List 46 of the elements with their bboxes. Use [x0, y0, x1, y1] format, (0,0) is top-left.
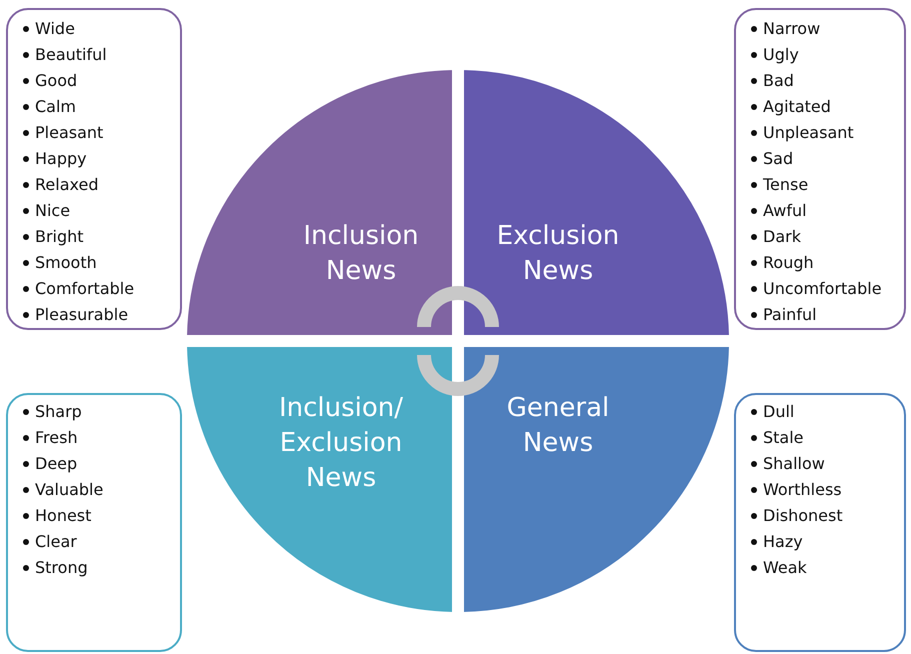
list-item: Unpleasant [763, 123, 854, 142]
list-item: Worthless [763, 480, 842, 499]
word-list-card [734, 8, 906, 330]
list-item: Shallow [763, 454, 825, 473]
list-item: Calm [35, 97, 76, 116]
list-item: Valuable [35, 480, 104, 499]
list-item: Bad [763, 71, 794, 90]
list-item: Comfortable [35, 279, 134, 298]
list-item: Painful [763, 305, 817, 324]
list-item: Bright [35, 227, 84, 246]
quadrant-title: Inclusion News [302, 220, 420, 288]
list-item: Fresh [35, 428, 78, 447]
word-list-card [734, 393, 906, 652]
list-item: Sharp [35, 402, 82, 421]
list-item: Good [35, 71, 78, 90]
word-list-card [6, 393, 182, 652]
list-item: Clear [35, 532, 77, 551]
list-item: Hazy [763, 532, 803, 551]
list-item: Weak [763, 558, 807, 577]
word-list-card [6, 8, 182, 330]
list-item: Tense [763, 175, 808, 194]
list-item: Dishonest [763, 506, 843, 525]
list-item: Rough [763, 253, 814, 272]
quadrant-title: Inclusion/ Exclusion News [278, 392, 404, 495]
list-item: Beautiful [35, 45, 107, 64]
list-item: Narrow [763, 19, 820, 38]
list-item: Happy [35, 149, 87, 168]
list-item: Nice [35, 201, 70, 220]
list-item: Sad [763, 149, 794, 168]
list-item: Smooth [35, 253, 97, 272]
list-item: Ugly [763, 45, 799, 64]
list-item: Stale [763, 428, 804, 447]
quadrant-title: Exclusion News [496, 220, 620, 288]
list-item: Wide [35, 19, 75, 38]
list-item: Dull [763, 402, 794, 421]
list-item: Strong [35, 558, 88, 577]
list-item: Relaxed [35, 175, 98, 194]
list-item: Uncomfortable [763, 279, 882, 298]
list-item: Deep [35, 454, 78, 473]
quadrant-title: General News [506, 392, 610, 460]
list-item: Agitated [763, 97, 831, 116]
list-item: Honest [35, 506, 92, 525]
list-item: Dark [763, 227, 801, 246]
list-item: Awful [763, 201, 807, 220]
list-item: Pleasurable [35, 305, 128, 324]
list-item: Pleasant [35, 123, 104, 142]
